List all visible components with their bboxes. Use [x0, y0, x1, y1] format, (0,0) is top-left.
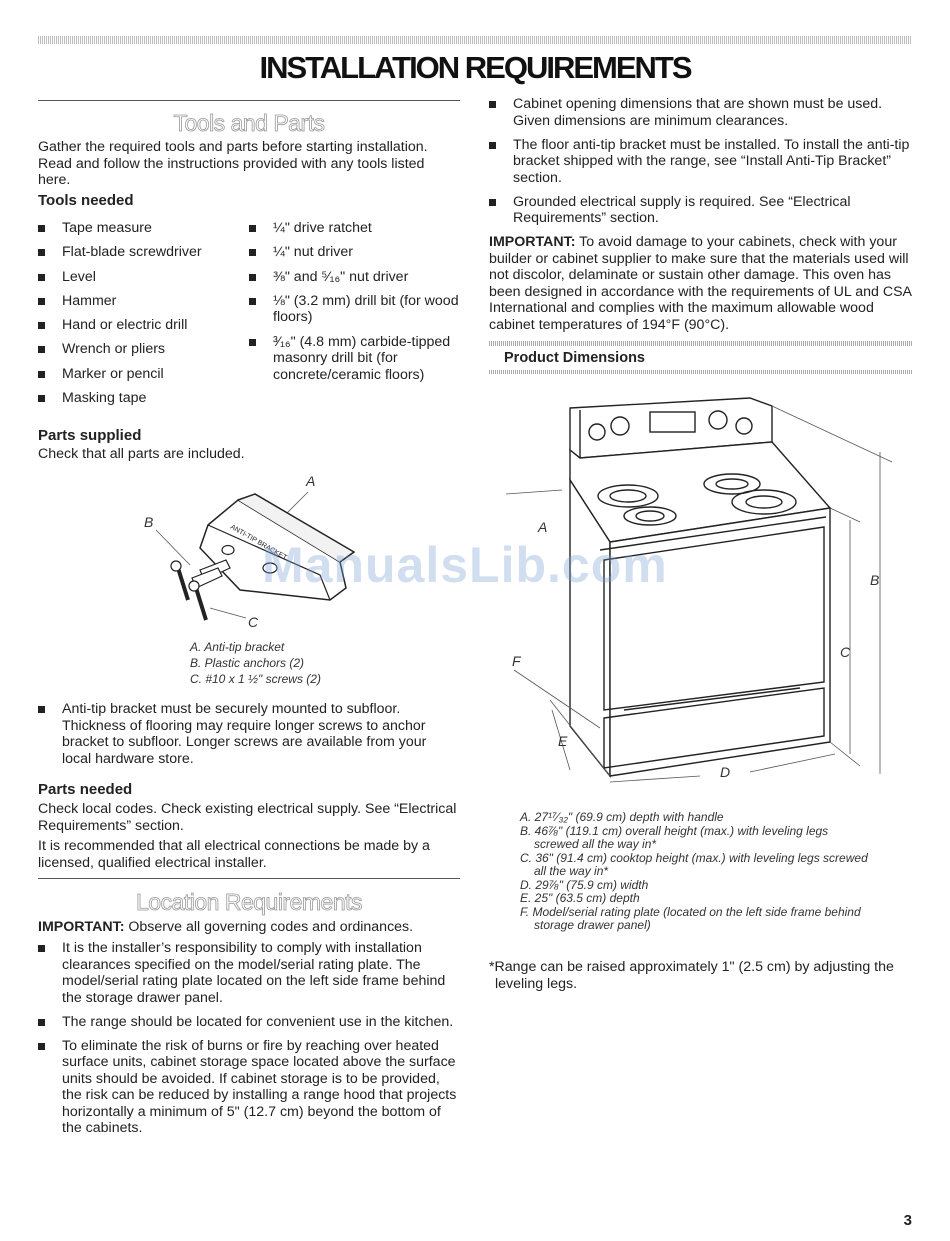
caption-b: B. Plastic anchors (2) — [190, 656, 305, 670]
tools-intro: Gather the required tools and parts befo… — [38, 139, 428, 188]
dim-caption-c: C. 36" (91.4 cm) cooktop height (max.) w… — [520, 850, 912, 879]
watermark: ManualsLib.com — [262, 537, 668, 593]
list-item: It is the installer’s responsibility to … — [38, 940, 458, 1006]
list-item: Hammer — [38, 293, 238, 317]
list-item: ³⁄₁₆" (4.8 mm) carbide-tipped masonry dr… — [249, 334, 461, 384]
important-label: IMPORTANT: — [489, 234, 576, 250]
figure-label-a: A — [305, 473, 315, 489]
list-item: Wrench or pliers — [38, 341, 238, 365]
list-item: Hand or electric drill — [38, 317, 238, 341]
parts-needed-text-1: Check local codes. Check existing electr… — [38, 801, 457, 834]
range-dimensions-diagram: A B C D E F — [505, 397, 893, 783]
section-rule — [38, 100, 460, 101]
location-list: It is the installer’s responsibility to … — [38, 940, 458, 1137]
caption-c: C. #10 x 1 ½" screws (2) — [190, 672, 321, 686]
page-title: INSTALLATION REQUIREMENTS — [259, 50, 692, 85]
list-item: The floor anti-tip bracket must be insta… — [489, 137, 912, 187]
list-item: Marker or pencil — [38, 366, 238, 390]
tools-parts-heading: Tools and Parts — [173, 110, 325, 137]
list-item: Cabinet opening dimensions that are show… — [489, 96, 912, 129]
list-item: Grounded electrical supply is required. … — [489, 194, 912, 227]
caption-cont: all the way in* — [534, 864, 609, 878]
caption-cont: screwed all the way in* — [534, 837, 657, 851]
caption-text: D. 29⅞" (75.9 cm) width — [520, 877, 649, 892]
list-item: ⅛" (3.2 mm) drill bit (for wood floors) — [249, 293, 461, 326]
dim-caption-a: A. 27¹⁷⁄₃₂" (69.9 cm) depth with handle — [520, 810, 912, 825]
list-item: Level — [38, 269, 238, 293]
tools-needed-heading: Tools needed — [38, 192, 134, 209]
figure-captions: A. Anti-tip bracket B. Plastic anchors (… — [190, 639, 321, 687]
range-footnote: *Range can be raised approximately 1" (2… — [489, 959, 894, 992]
dim-caption-f: F. Model/serial rating plate (located on… — [520, 904, 912, 933]
figure-label-b: B — [144, 514, 153, 530]
list-item: To eliminate the risk of burns or fire b… — [38, 1038, 458, 1137]
important-text: To avoid damage to your cabinets, check … — [489, 234, 912, 333]
hatch-divider — [489, 341, 912, 346]
caption-text: B. 46⅞" (119.1 cm) overall height (max.)… — [520, 823, 829, 838]
tools-list-col1: Tape measure Flat-blade screwdriver Leve… — [38, 220, 238, 414]
diagram-label-c: C — [840, 644, 851, 660]
parts-needed-text-2: It is recommended that all electrical co… — [38, 838, 430, 871]
product-dimensions-heading: Product Dimensions — [504, 350, 645, 366]
parts-needed-heading: Parts needed — [38, 781, 133, 798]
dimension-captions: A. 27¹⁷⁄₃₂" (69.9 cm) depth with handle … — [520, 810, 912, 933]
location-important: IMPORTANT: Observe all governing codes a… — [38, 919, 458, 936]
tools-list-col2: ¼" drive ratchet ¼" nut driver ⅜" and ⁵⁄… — [249, 220, 461, 383]
diagram-label-b: B — [870, 572, 879, 588]
caption-cont: storage drawer panel) — [534, 918, 651, 932]
diagram-label-f: F — [512, 653, 522, 669]
list-item: Masking tape — [38, 390, 238, 414]
list-item: Tape measure — [38, 220, 238, 244]
location-heading: Location Requirements — [135, 889, 363, 916]
list-item: Anti-tip bracket must be securely mounte… — [38, 701, 458, 767]
anti-tip-bracket-figure: A B ANTI-TIP BRACKET C — [144, 473, 356, 630]
dim-caption-d: D. 29⅞" (75.9 cm) width — [520, 877, 912, 893]
diagram-label-a: A — [537, 519, 547, 535]
dim-caption-b: B. 46⅞" (119.1 cm) overall height (max.)… — [520, 823, 912, 852]
diagram-label-d: D — [720, 764, 730, 780]
caption-text: A. 27¹⁷⁄₃₂" (69.9 cm) depth with handle — [520, 810, 724, 824]
caption-text: C. 36" (91.4 cm) cooktop height (max.) w… — [520, 850, 868, 865]
section-rule — [38, 878, 460, 879]
page-number: 3 — [903, 1212, 912, 1229]
anchor-note-list: Anti-tip bracket must be securely mounte… — [38, 701, 458, 767]
list-item: ¼" drive ratchet — [249, 220, 461, 237]
right-requirements-list: Cabinet opening dimensions that are show… — [489, 96, 912, 227]
parts-supplied-heading: Parts supplied — [38, 427, 142, 444]
diagram-label-e: E — [558, 733, 568, 749]
dim-caption-e: E. 25" (63.5 cm) depth — [520, 891, 912, 906]
top-hatch-bar — [38, 36, 912, 44]
caption-text: E. 25" (63.5 cm) depth — [520, 891, 640, 905]
right-important: IMPORTANT: To avoid damage to your cabin… — [489, 234, 912, 333]
important-text: Observe all governing codes and ordinanc… — [124, 919, 414, 935]
list-item: Flat-blade screwdriver — [38, 244, 238, 268]
hatch-divider — [489, 370, 912, 374]
parts-supplied-text: Check that all parts are included. — [38, 446, 245, 462]
figure-label-c: C — [248, 614, 259, 630]
caption-text: F. Model/serial rating plate (located on… — [520, 904, 861, 919]
list-item: ¼" nut driver — [249, 244, 461, 261]
list-item: The range should be located for convenie… — [38, 1014, 458, 1031]
caption-a: A. Anti-tip bracket — [190, 640, 285, 654]
list-item: ⅜" and ⁵⁄₁₆" nut driver — [249, 269, 461, 286]
important-label: IMPORTANT: — [38, 919, 125, 935]
